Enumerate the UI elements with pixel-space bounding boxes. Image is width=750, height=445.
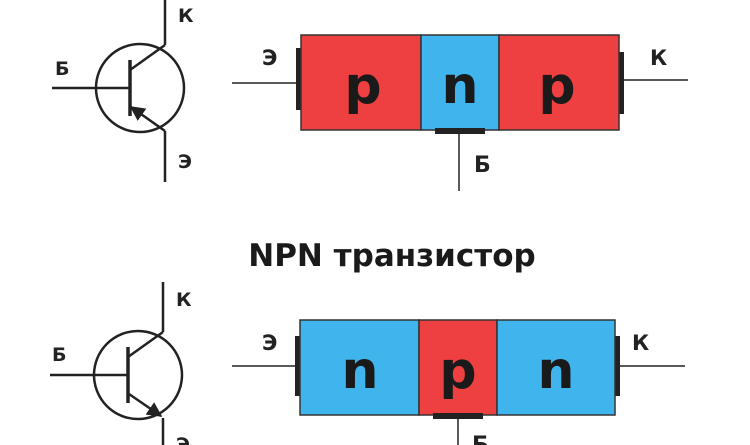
npn-emitter-contact bbox=[295, 336, 302, 396]
npn-layer-3-label: n bbox=[537, 341, 574, 401]
pnp-structure: p n p Э К Б bbox=[232, 34, 688, 191]
pnp-emitter-contact bbox=[296, 48, 303, 110]
pnp-layer-1-label: p bbox=[344, 56, 381, 116]
pnp-layer-1 bbox=[300, 34, 422, 131]
pnp-symbol-base-label: Б bbox=[55, 58, 69, 80]
npn-layer-2-label: p bbox=[439, 341, 476, 401]
pnp-layer-2-label: n bbox=[441, 56, 478, 116]
pnp-layer-3-label: p bbox=[538, 56, 575, 116]
npn-layer-1-label: n bbox=[341, 341, 378, 401]
npn-symbol-collector-label: К bbox=[176, 289, 192, 311]
npn-emitter-lead bbox=[128, 392, 163, 418]
npn-collector-contact bbox=[613, 336, 620, 396]
npn-symbol-emitter-label: Э bbox=[176, 434, 190, 445]
npn-title: NPN транзистор bbox=[248, 238, 535, 274]
npn-structure: n p n Э К Б bbox=[232, 319, 685, 445]
pnp-collector-terminal-label: К bbox=[650, 46, 667, 70]
pnp-base-terminal-label: Б bbox=[474, 153, 491, 178]
pnp-base-contact bbox=[435, 128, 485, 134]
pnp-collector-lead bbox=[129, 43, 166, 72]
pnp-emitter-terminal-label: Э bbox=[262, 46, 277, 70]
pnp-collector-contact bbox=[617, 52, 624, 114]
npn-collector-terminal-label: К bbox=[632, 331, 649, 355]
npn-symbol: Б К Э bbox=[50, 282, 192, 445]
pnp-symbol-collector-label: К bbox=[178, 5, 194, 27]
pnp-symbol-emitter-label: Э bbox=[178, 151, 192, 173]
npn-emitter-terminal-label: Э bbox=[262, 331, 277, 355]
npn-base-terminal-label: Б bbox=[472, 433, 489, 445]
pnp-layer-3 bbox=[498, 34, 620, 131]
npn-collector-lead bbox=[127, 330, 164, 359]
npn-symbol-base-label: Б bbox=[52, 344, 66, 366]
pnp-emitter-lead bbox=[129, 105, 166, 133]
pnp-symbol: Б К Э bbox=[52, 0, 194, 182]
npn-base-contact bbox=[433, 413, 483, 419]
npn-layer-3 bbox=[496, 319, 616, 416]
